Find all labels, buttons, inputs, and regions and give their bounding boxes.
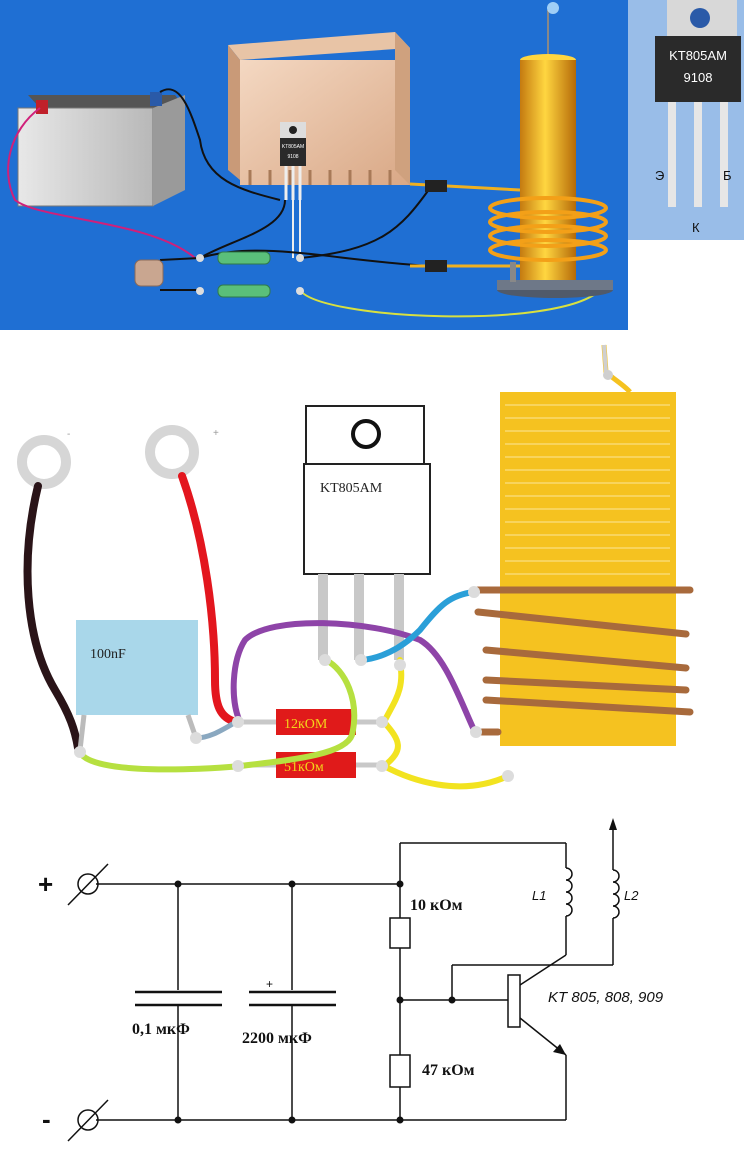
resistor-10k-symbol bbox=[389, 917, 411, 949]
capacitor-0-1-label: 0,1 мкФ bbox=[132, 1021, 190, 1038]
resistor-illustration-bottom bbox=[217, 284, 271, 298]
capacitor-100nf-label: 100nF bbox=[90, 647, 126, 662]
pinout-panel: KT805AM 9108 Э Б К bbox=[628, 0, 744, 240]
pin-label-collector: К bbox=[692, 220, 700, 235]
capacitor-polarity-label: + bbox=[266, 977, 273, 991]
tesla-coil-illustration bbox=[488, 2, 613, 298]
resistor-10k-label: 10 кОм bbox=[410, 897, 463, 914]
junction-dots bbox=[174, 880, 456, 1124]
terminal-plus-label: + bbox=[213, 428, 219, 439]
terminal-plus bbox=[145, 425, 199, 479]
wire-black bbox=[23, 482, 82, 752]
pinout-marking: KT805AM bbox=[669, 48, 727, 63]
resistor-illustration-top bbox=[217, 251, 271, 265]
battery-plus-terminal bbox=[36, 100, 48, 114]
capacitor-100nf bbox=[76, 620, 198, 715]
transistor-label: KT805AM bbox=[320, 481, 383, 496]
terminal-minus-label: - bbox=[67, 429, 70, 440]
inductor-l1-label: L1 bbox=[532, 888, 546, 903]
assembly-illustration: KT805AM 9108 bbox=[0, 0, 628, 330]
resistor-47k-symbol bbox=[389, 1054, 411, 1088]
solder-joints bbox=[74, 586, 514, 782]
inductor-l2-symbol bbox=[612, 869, 620, 919]
wiring-diagram: - + 100nF KT805AM bbox=[17, 344, 694, 790]
wire-red bbox=[178, 472, 240, 726]
resistor-47k-label: 47 кОм bbox=[422, 1062, 475, 1079]
primary-winding bbox=[474, 586, 694, 736]
schematic-labels: + - 0,1 мкФ 2200 мкФ + 10 кОм 47 кОм L1 … bbox=[38, 869, 664, 1134]
terminal-minus-symbol bbox=[77, 1109, 99, 1131]
pinout-code: 9108 bbox=[684, 70, 713, 85]
transistor-schematic-label: KT 805, 808, 909 bbox=[548, 989, 664, 1006]
resistor-12k-label: 12кОМ bbox=[284, 717, 328, 732]
transistor-kt805am: KT805AM bbox=[303, 405, 431, 660]
transistor-small: KT805AM 9108 bbox=[280, 122, 306, 200]
circuit-schematic bbox=[67, 818, 620, 1142]
battery-minus-terminal bbox=[150, 92, 162, 106]
connector-top bbox=[425, 180, 447, 192]
capacitor-2200-label: 2200 мкФ bbox=[242, 1030, 312, 1047]
resistor-51k-label: 51кОм bbox=[284, 760, 324, 775]
schematic-plus-label: + bbox=[38, 869, 53, 899]
connector-bottom bbox=[425, 260, 447, 272]
secondary-coil bbox=[474, 344, 694, 746]
transistor-small-marking: KT805AM bbox=[282, 144, 304, 150]
transistor-schematic-symbol bbox=[507, 974, 521, 1028]
illustration-wires bbox=[7, 88, 601, 318]
battery bbox=[17, 92, 185, 207]
resistor-12k bbox=[276, 709, 356, 735]
terminal-plus-symbol bbox=[77, 873, 99, 895]
schematic-minus-label: - bbox=[42, 1104, 51, 1134]
inductor-l1-symbol bbox=[565, 867, 573, 917]
inductor-l2-label: L2 bbox=[624, 888, 639, 903]
heatsink bbox=[228, 32, 410, 185]
pin-label-emitter: Э bbox=[655, 168, 664, 183]
terminal-minus bbox=[17, 435, 71, 489]
transistor-small-code: 9108 bbox=[287, 154, 298, 160]
capacitor-illustration bbox=[134, 259, 164, 287]
pin-label-base: Б bbox=[723, 168, 732, 183]
